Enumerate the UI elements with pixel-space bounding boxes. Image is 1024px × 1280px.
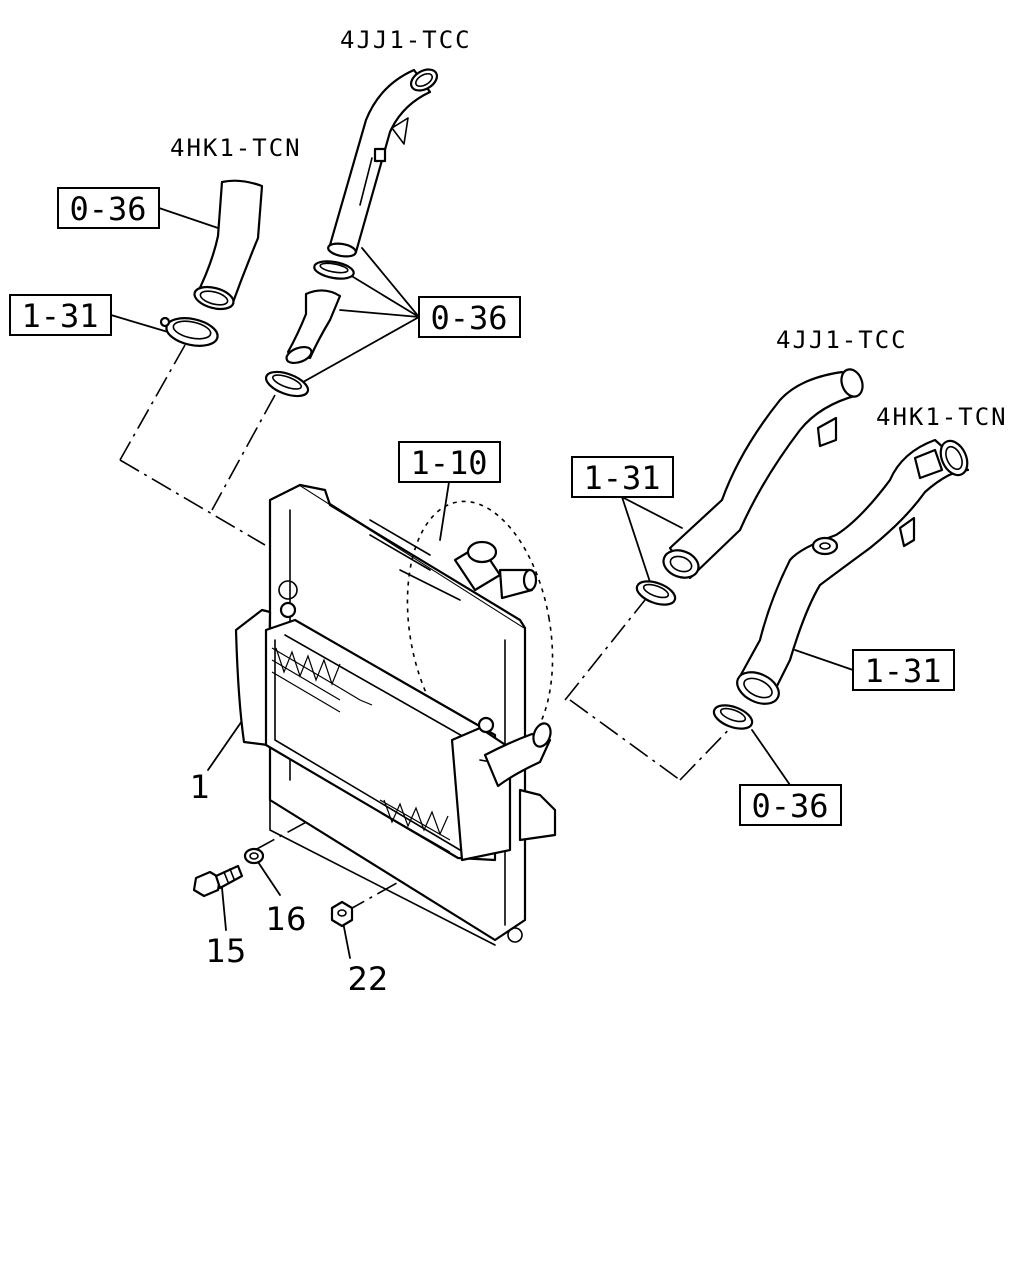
pipe-right-4jj1[interactable] [660,366,867,582]
hose-top-center[interactable] [284,289,342,366]
variant-label-right-hose: 4HK1-TCN [876,403,1008,431]
ref-box-clamps-top-center[interactable]: 0-36 [418,296,521,338]
bolt[interactable] [192,864,244,898]
core-fins-lower [379,799,451,853]
variant-label-top-hose: 4HK1-TCN [170,134,302,162]
ref-box-pipe-right-lower[interactable]: 1-31 [852,649,955,691]
intercooler[interactable] [234,580,554,862]
clamp-top-left[interactable] [159,314,220,350]
ref-label-clamps-top-center: 0-36 [430,299,507,337]
hose-top-left[interactable] [192,179,264,313]
clamp-right-upper[interactable] [634,577,678,609]
part-number-nut: 22 [348,960,389,998]
ref-box-clamp-right-upper[interactable]: 1-31 [571,456,674,498]
nut[interactable] [330,900,354,928]
leader-lines [110,207,854,959]
variant-label-right-pipe: 4JJ1-TCC [776,326,908,354]
pipe-right-4hk1[interactable] [732,437,972,710]
hose-right-lower[interactable] [711,701,755,733]
variant-label-top-pipe: 4JJ1-TCC [340,26,472,54]
ref-box-radiator[interactable]: 1-10 [398,441,501,483]
ref-label-hose-right-lower: 0-36 [751,787,828,825]
ref-label-hose-top-left: 0-36 [69,190,146,228]
clamp-top-center-upper[interactable] [313,259,355,282]
clamp-top-center-lower[interactable] [263,367,311,401]
core-fins-upper [271,647,373,713]
ref-box-clamp-top-left[interactable]: 1-31 [9,294,112,336]
part-number-washer: 16 [266,900,307,938]
ref-label-pipe-right-lower: 1-31 [864,652,941,690]
ref-box-hose-right-lower[interactable]: 0-36 [739,784,842,826]
washer[interactable] [243,847,265,865]
pipe-top-4jj1[interactable] [327,65,440,258]
ref-box-hose-top-left[interactable]: 0-36 [57,187,160,229]
part-number-bolt: 15 [206,932,247,970]
ref-label-radiator: 1-10 [410,444,487,482]
ref-label-clamp-top-left: 1-31 [21,297,98,335]
part-number-intercooler: 1 [190,768,210,806]
ref-label-clamp-right-upper: 1-31 [583,459,660,497]
